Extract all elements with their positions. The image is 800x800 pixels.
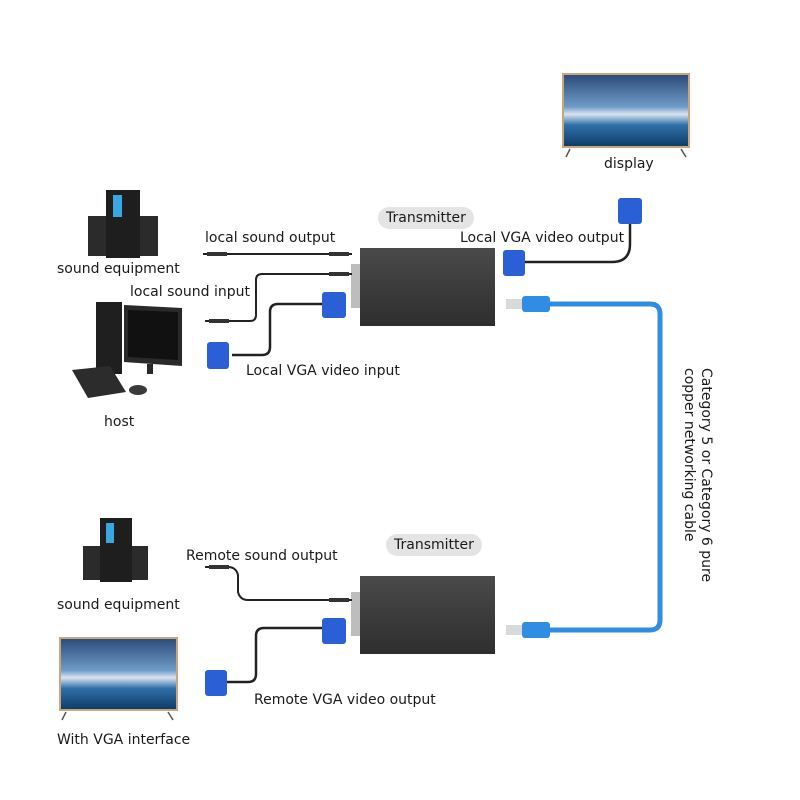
network-cable-label-line1: Category 5 or Category 6 pure (698, 368, 714, 583)
vga-tv-label: With VGA interface (57, 732, 191, 748)
remote-sound-output-cable (205, 565, 352, 602)
transmitter-label-top: Transmitter (378, 207, 474, 229)
local-vga-video-output-label: Local VGA video output (460, 230, 625, 246)
transmitter-label-bottom: Transmitter (386, 534, 482, 556)
local-sound-output-cable (203, 252, 352, 256)
vga-tv-icon (59, 637, 178, 721)
remote-vga-video-output-label: Remote VGA video output (254, 692, 436, 708)
local-sound-input-cable (205, 272, 352, 323)
sound-equipment-label-bottom: sound equipment (57, 597, 180, 613)
transmitter-device-bottom (351, 576, 495, 654)
host-label: host (104, 414, 135, 430)
local-sound-input-label: local sound input (130, 284, 251, 300)
sound-equipment-icon-top (88, 190, 158, 258)
local-sound-output-label: local sound output (205, 230, 336, 246)
host-computer-icon (72, 302, 182, 398)
network-cable (506, 296, 663, 638)
transmitter-device-top (351, 248, 495, 326)
remote-sound-output-label: Remote sound output (186, 548, 338, 564)
local-vga-video-output-cable (503, 198, 642, 276)
network-cable-label: Category 5 or Category 6 pure copper net… (680, 368, 714, 582)
remote-vga-video-output-cable (205, 618, 346, 696)
sound-equipment-icon-bottom (83, 518, 148, 582)
local-vga-video-input-cable (207, 292, 346, 369)
display-tv-icon (562, 73, 690, 158)
network-cable-label-line2: copper networking cable (681, 368, 697, 542)
display-label: display (604, 156, 654, 172)
sound-equipment-label-top: sound equipment (57, 261, 180, 277)
local-vga-video-input-label: Local VGA video input (246, 363, 400, 379)
